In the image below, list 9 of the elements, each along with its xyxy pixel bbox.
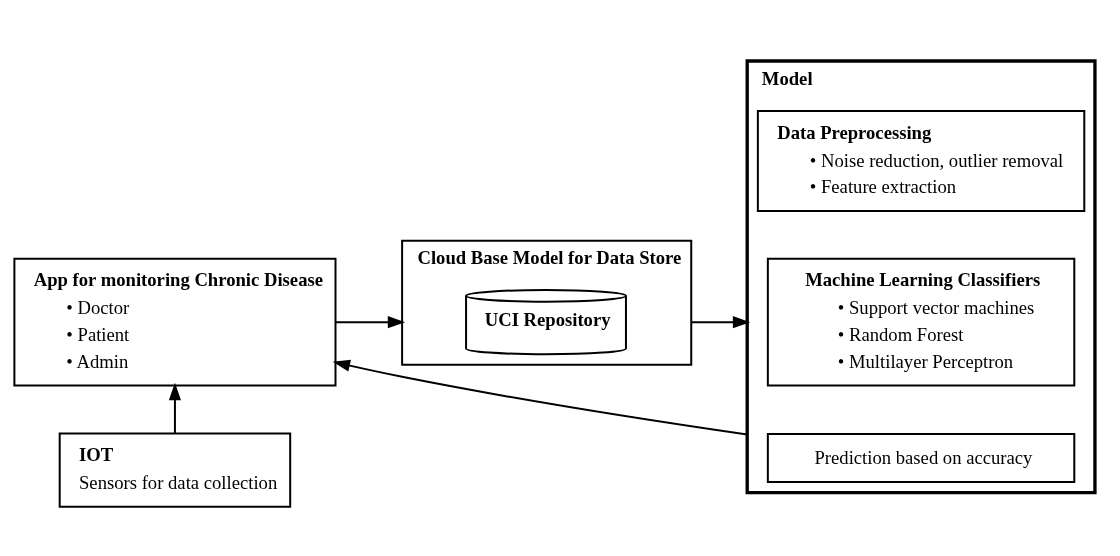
arrow: [334, 315, 406, 328]
node-box: Machine Learning Classifiers • Support vector machines • Random Forest • Multilayer Perceptron: [766, 257, 1076, 386]
node-box: App for monitoring Chronic Disease • Doctor • Patient • Admin: [13, 257, 337, 386]
node-box: Data Preprocessing • Noise reduction, outlier removal • Feature extraction: [756, 109, 1086, 212]
arrow: [168, 382, 181, 434]
node-box: Prediction based on accuracy: [766, 432, 1076, 483]
node-box: IOT Sensors for data collection: [58, 431, 292, 508]
arrow: [332, 359, 749, 436]
arrow: [690, 315, 751, 328]
